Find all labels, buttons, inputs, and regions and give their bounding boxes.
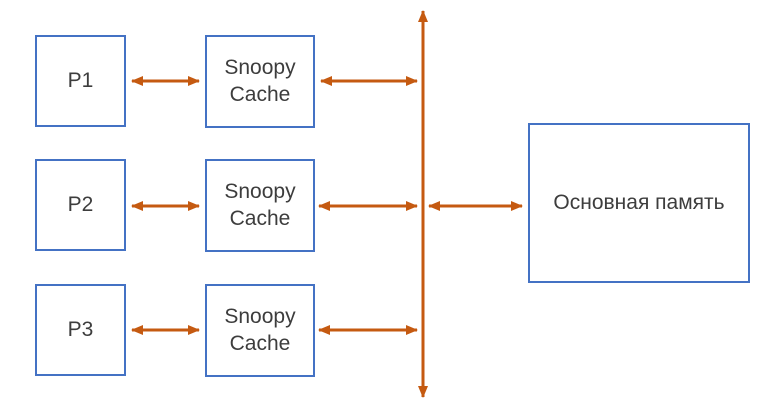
processor-p1-label: P1 (67, 68, 94, 92)
processor-p3-label: P3 (67, 317, 94, 341)
processor-p1-box: P1 (35, 35, 126, 127)
snoopy-cache-2-label: Snoopy Cache (224, 180, 296, 230)
main-memory-box: Основная память (528, 123, 750, 283)
snoopy-cache-3-label: Snoopy Cache (224, 305, 296, 355)
processor-p2-label: P2 (67, 192, 94, 216)
processor-p2-box: P2 (35, 159, 126, 251)
processor-p3-box: P3 (35, 284, 126, 376)
main-memory-label: Основная память (553, 190, 725, 214)
snoopy-cache-2-box: Snoopy Cache (205, 159, 315, 252)
snoopy-cache-3-box: Snoopy Cache (205, 284, 315, 377)
snoopy-cache-1-label: Snoopy Cache (224, 56, 296, 106)
snoopy-cache-1-box: Snoopy Cache (205, 35, 315, 128)
